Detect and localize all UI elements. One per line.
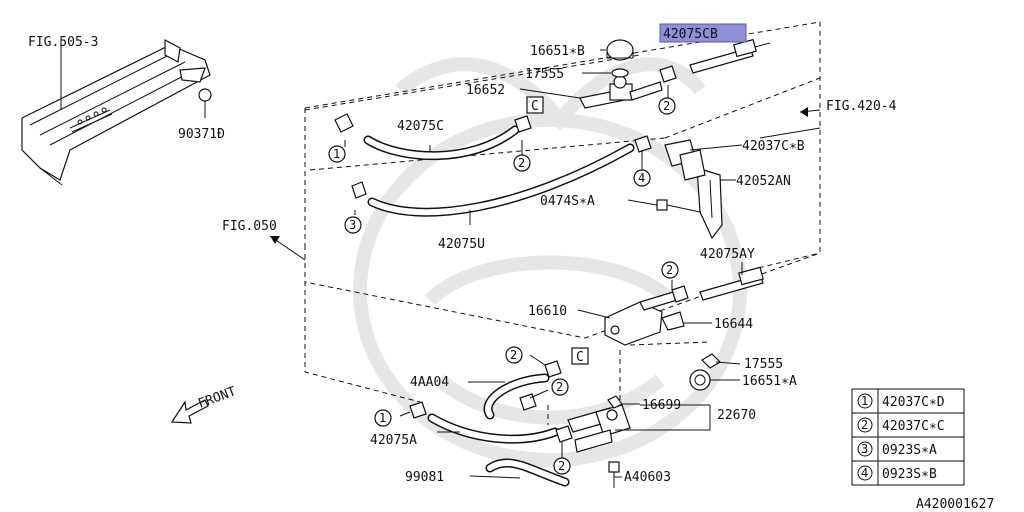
legend-row-3: 3 0923S∗A (857, 441, 937, 458)
hose-42075a (427, 413, 560, 444)
part-label-42075ay[interactable]: 42075AY (700, 247, 755, 262)
svg-text:1: 1 (861, 394, 868, 408)
part-label-22670[interactable]: 22670 (717, 408, 756, 423)
valve-16652 (579, 75, 663, 109)
svg-text:2: 2 (663, 99, 670, 113)
arrow-fig-420-4 (799, 107, 821, 117)
svg-text:2: 2 (518, 156, 525, 170)
svg-text:0923S∗B: 0923S∗B (882, 467, 937, 482)
box-c-top-label: C (531, 99, 539, 114)
legend-row-1: 1 42037C∗D (857, 393, 945, 410)
svg-text:2: 2 (510, 348, 517, 362)
svg-text:4: 4 (638, 171, 645, 185)
svg-text:2: 2 (861, 418, 868, 432)
highlight-42075cb (659, 23, 747, 43)
part-label-16652[interactable]: 16652 (466, 83, 505, 98)
hose-42075u (367, 143, 635, 217)
pipe-42075cb (689, 38, 771, 74)
marker-1-a[interactable]: 1 (328, 145, 346, 163)
hose-99081 (485, 458, 570, 487)
clip-42037cb (664, 139, 706, 181)
clip-90371 (198, 88, 212, 118)
part-label-42052an[interactable]: 42052AN (736, 174, 791, 189)
hose-4aa04 (483, 373, 550, 420)
fig-505-3-label[interactable]: FIG.505-3 (28, 35, 98, 50)
part-label-a40603[interactable]: A40603 (624, 470, 671, 485)
fig-420-4-label[interactable]: FIG.420-4 (826, 99, 897, 114)
marker-4-a[interactable]: 4 (633, 169, 651, 187)
hose-42075c (363, 125, 520, 161)
cap-16651b (606, 39, 634, 61)
marker-1-b[interactable]: 1 (374, 409, 392, 427)
front-arrow-icon (170, 399, 209, 424)
box-c-bottom (571, 347, 589, 365)
svg-text:2: 2 (666, 263, 673, 277)
svg-text:42037C∗D: 42037C∗D (882, 395, 945, 410)
marker-2-d[interactable]: 2 (505, 346, 523, 364)
drawing-id: A420001627 (916, 497, 994, 512)
bolt-a40603 (608, 461, 620, 488)
marker-2-b[interactable]: 2 (658, 97, 676, 115)
pipe-42075ay (699, 266, 764, 301)
marker-2-e[interactable]: 2 (551, 378, 569, 396)
svg-text:1: 1 (333, 147, 340, 161)
part-label-90371[interactable]: 90371Đ (178, 127, 225, 142)
bracket-42052an (696, 167, 723, 240)
svg-text:0923S∗A: 0923S∗A (882, 443, 937, 458)
body-frame-part (21, 39, 211, 186)
svg-text:1: 1 (379, 411, 386, 425)
pump-16610 (604, 289, 685, 346)
part-label-0474sa[interactable]: 0474S∗A (540, 194, 595, 209)
part-label-4aa04[interactable]: 4AA04 (410, 375, 449, 390)
arrow-fig-050 (269, 235, 306, 261)
leader-lines (344, 49, 821, 479)
fig-050-label[interactable]: FIG.050 (222, 219, 277, 234)
valve-22670 (567, 404, 631, 453)
part-label-42075c[interactable]: 42075C (397, 119, 444, 134)
clamps (334, 65, 689, 443)
part-label-17555-top[interactable]: 17555 (525, 67, 564, 82)
ring-17555-top (611, 68, 629, 78)
marker-2-f[interactable]: 2 (553, 457, 571, 475)
part-label-16644[interactable]: 16644 (714, 317, 753, 332)
box-c-bottom-label: C (576, 350, 584, 365)
svg-text:4: 4 (861, 466, 868, 480)
legend-row-4: 4 0923S∗B (857, 465, 937, 482)
part-label-42037cb[interactable]: 42037C∗B (742, 139, 805, 154)
part-16644 (661, 311, 685, 331)
part-label-42075cb[interactable]: 42075CB (663, 27, 718, 42)
svg-text:2: 2 (558, 459, 565, 473)
svg-text:3: 3 (861, 442, 868, 456)
part-label-16651a[interactable]: 16651∗A (742, 374, 797, 389)
svg-text:3: 3 (349, 218, 356, 232)
part-label-42075u[interactable]: 42075U (438, 237, 485, 252)
part-label-17555-bottom[interactable]: 17555 (744, 357, 783, 372)
part-label-16699[interactable]: 16699 (642, 398, 681, 413)
svg-text:42037C∗C: 42037C∗C (882, 419, 945, 434)
box-c-top (526, 96, 544, 114)
marker-3-a[interactable]: 3 (344, 216, 362, 234)
cap-16651a (689, 369, 711, 391)
bolt-0474sa (656, 199, 701, 213)
marker-2-c[interactable]: 2 (661, 261, 679, 279)
part-label-16610[interactable]: 16610 (528, 304, 567, 319)
svg-text:2: 2 (556, 380, 563, 394)
part-label-16651b[interactable]: 16651∗B (530, 44, 585, 59)
legend-row-2: 2 42037C∗C (857, 417, 945, 434)
part-label-42075a[interactable]: 42075A (370, 433, 417, 448)
front-label: FRONT (196, 384, 238, 412)
legend-table: 1 42037C∗D 2 42037C∗C 3 0923S∗A 4 0923S∗… (851, 388, 965, 486)
part-label-99081[interactable]: 99081 (405, 470, 444, 485)
marker-2-a[interactable]: 2 (513, 154, 531, 172)
